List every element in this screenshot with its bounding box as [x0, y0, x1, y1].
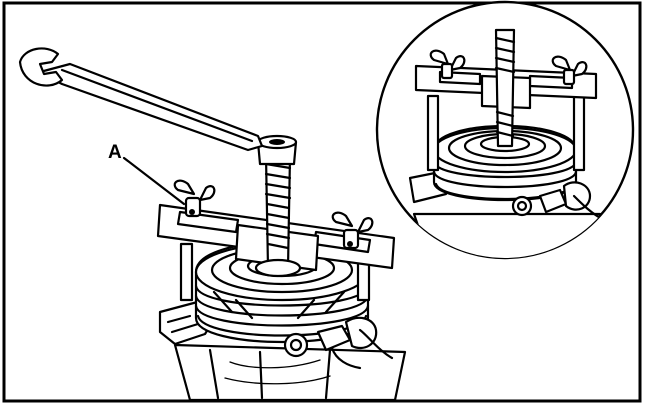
wing-nut-left: [173, 179, 216, 218]
callout-a-label: A: [108, 142, 122, 163]
wing-nut-right: [331, 211, 374, 250]
callout-a-leader: [122, 156, 186, 206]
callout-a: A: [108, 142, 186, 206]
inset-detail-view: [375, 0, 635, 260]
forcing-screw: [254, 134, 302, 278]
compressor-fittings: [283, 316, 394, 370]
open-end-wrench: [18, 47, 264, 152]
